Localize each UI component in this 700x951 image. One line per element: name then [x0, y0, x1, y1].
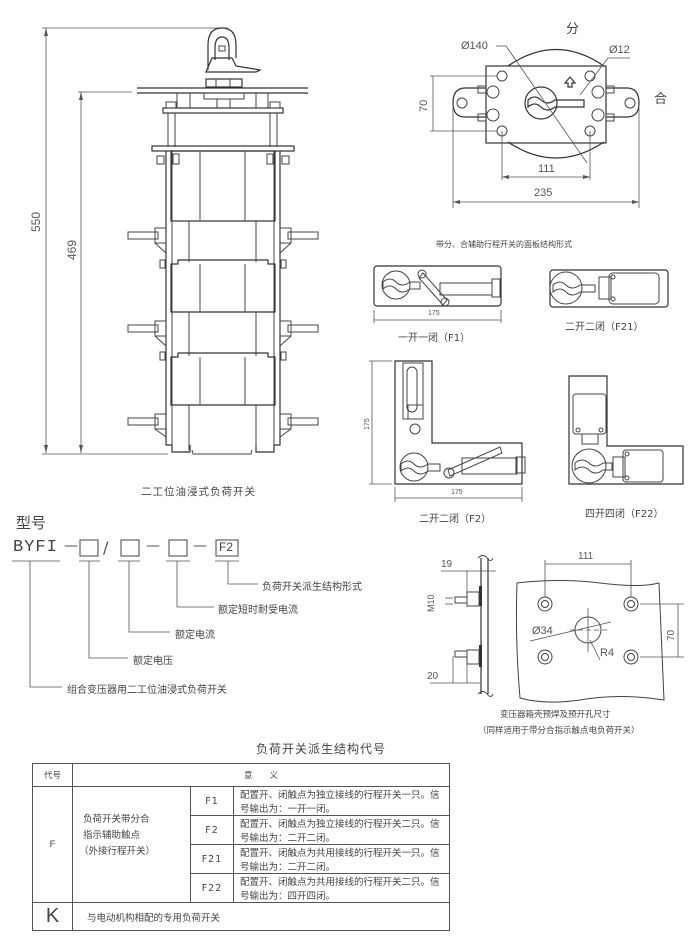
label-open: 分: [566, 22, 580, 37]
dim-r4: R4: [600, 647, 615, 659]
variant-f2-drawing: [369, 360, 526, 502]
variant-f21-drawing: [549, 269, 669, 308]
legend-rated-current: 额定电流: [175, 630, 215, 641]
f2-dim-width: 175: [451, 489, 463, 496]
dim-111: 111: [538, 163, 555, 175]
dim-hole-70: 70: [666, 629, 677, 641]
subcode-f2: F2: [190, 815, 234, 845]
terminal-row: [127, 413, 319, 438]
dim-19: 19: [441, 559, 453, 570]
upper-frame: [162, 107, 284, 114]
model-slash: /: [103, 538, 109, 557]
meaning-f2: 配置开、闭触点为独立接线的行程开关二只。信号输出为：二开二闭。: [233, 815, 450, 845]
meaning-f21: 配置开、闭触点为共用接线的行程开关一只。信号输出为：二开二闭。: [233, 844, 450, 874]
tank-wall: [515, 580, 665, 703]
switch-knob: [524, 86, 558, 120]
legend-product: 组合变压器用二工位油浸式负荷开关: [67, 685, 227, 696]
legend-short-time-current: 额定短时耐受电流: [218, 605, 298, 616]
legend-rated-voltage: 额定电压: [133, 656, 173, 667]
f21-caption: 二开二闭（F21）: [565, 322, 644, 333]
terminal-row: [127, 227, 319, 269]
table-row: K 与电动机构相配的专用负荷开关: [32, 902, 450, 931]
placeholder-box: [120, 539, 140, 557]
side-rails: [165, 151, 281, 453]
dim-hole-111: 111: [578, 551, 594, 562]
row-description-f: 负荷开关带分合 指示辅助触点 （外接行程开关）: [72, 786, 191, 903]
table-row: F2 配置开、闭触点为独立接线的行程开关二只。信号输出为：二开二闭。: [33, 815, 450, 845]
mounting-caption-2: （同样适用于带分合指示触点电负荷开关）: [478, 726, 640, 736]
f22-caption: 四开四闭（F22）: [585, 509, 664, 520]
dim-dia-140: Ø140: [461, 40, 488, 52]
meaning-f1: 配置开、闭触点为独立接线的行程开关一只。信号输出为：一开一闭。: [233, 786, 450, 816]
row-code-f: F: [32, 786, 73, 903]
spec-table: 代号 意 义 F 负荷开关带分合 指示辅助触点 （外接行程开关） F1 配置开、…: [32, 763, 450, 931]
placeholder-box: [79, 539, 99, 557]
contact-block: [170, 352, 276, 406]
subcode-f22: F22: [190, 873, 234, 903]
model-sep: —: [193, 538, 207, 554]
model-suffix: F2: [219, 540, 234, 554]
variant-f1-drawing: [373, 265, 502, 323]
lug-left: [452, 87, 486, 118]
dim-469: 469: [65, 239, 79, 260]
placeholder-box: [168, 539, 188, 557]
nut: [205, 78, 243, 88]
description-line: 指示辅助触点: [83, 829, 141, 841]
f1-caption: 一开一闭（F1）: [398, 333, 471, 344]
header-code: 代号: [32, 763, 73, 787]
model-prefix: BYFI: [13, 538, 58, 557]
table-row: F22 配置开、闭触点为共用接线的行程开关二只。信号输出为：四开四闭。: [33, 873, 450, 903]
contact-block: [170, 150, 276, 222]
model-sep: —: [146, 538, 160, 554]
dim-235: 235: [534, 187, 553, 199]
dim-dia-12: Ø12: [609, 44, 630, 56]
dim-m10: M10: [426, 594, 436, 612]
dial-arc: [507, 49, 605, 67]
meaning-f22: 配置开、闭触点为共用接线的行程开关二只。信号输出为：四开四闭。: [233, 873, 450, 903]
label-close: 合: [654, 92, 668, 107]
suffix-box: [215, 539, 239, 557]
row-code-k: K: [32, 902, 73, 931]
mounting-caption-1: 变压器箱壳预焊及预开孔尺寸: [500, 710, 611, 720]
subcode-f1: F1: [190, 786, 234, 816]
dim-20: 20: [427, 671, 439, 682]
panel-caption: 带分、合辅助行程开关的面板结构形式: [436, 240, 572, 249]
mounting-drawing: [430, 555, 684, 703]
main-switch-drawing: [42, 27, 319, 455]
panel-plate: [485, 65, 607, 144]
variant-f22-drawing: [568, 375, 684, 485]
contact-block: [170, 259, 276, 313]
description-line: 负荷开关带分合: [83, 813, 150, 825]
f1-dim-175: 175: [428, 310, 440, 317]
f2-dim-height: 175: [364, 418, 371, 430]
model-sep: —: [64, 538, 78, 554]
table-row: F 负荷开关带分合 指示辅助触点 （外接行程开关） F1 配置开、闭触点为独立接…: [32, 786, 450, 903]
main-drawing-caption: 二工位油浸式负荷开关: [141, 486, 256, 498]
dim-dia-34: Ø34: [532, 625, 553, 637]
model-title: 型号: [16, 514, 47, 532]
up-arrow-icon: [563, 76, 577, 88]
model-code-leaders: [12, 539, 258, 688]
header-meaning: 意 义: [72, 763, 450, 787]
dim-70: 70: [418, 99, 430, 112]
dim-550: 550: [29, 211, 43, 232]
description-line: （外接行程开关）: [79, 845, 156, 857]
subcode-f21: F21: [190, 844, 234, 874]
eyebolt: [207, 27, 237, 70]
f2-caption: 二开二闭（F2）: [419, 514, 492, 525]
table-header-row: 代号 意 义: [32, 763, 450, 787]
legend-structure: 负荷开关派生结构形式: [262, 582, 362, 593]
panel-drawing: [430, 45, 640, 208]
table-title: 负荷开关派生结构代号: [256, 742, 387, 756]
terminal-row: [127, 320, 319, 361]
row-description-k: 与电动机构相配的专用负荷开关: [72, 902, 450, 931]
lug-right: [606, 87, 640, 118]
